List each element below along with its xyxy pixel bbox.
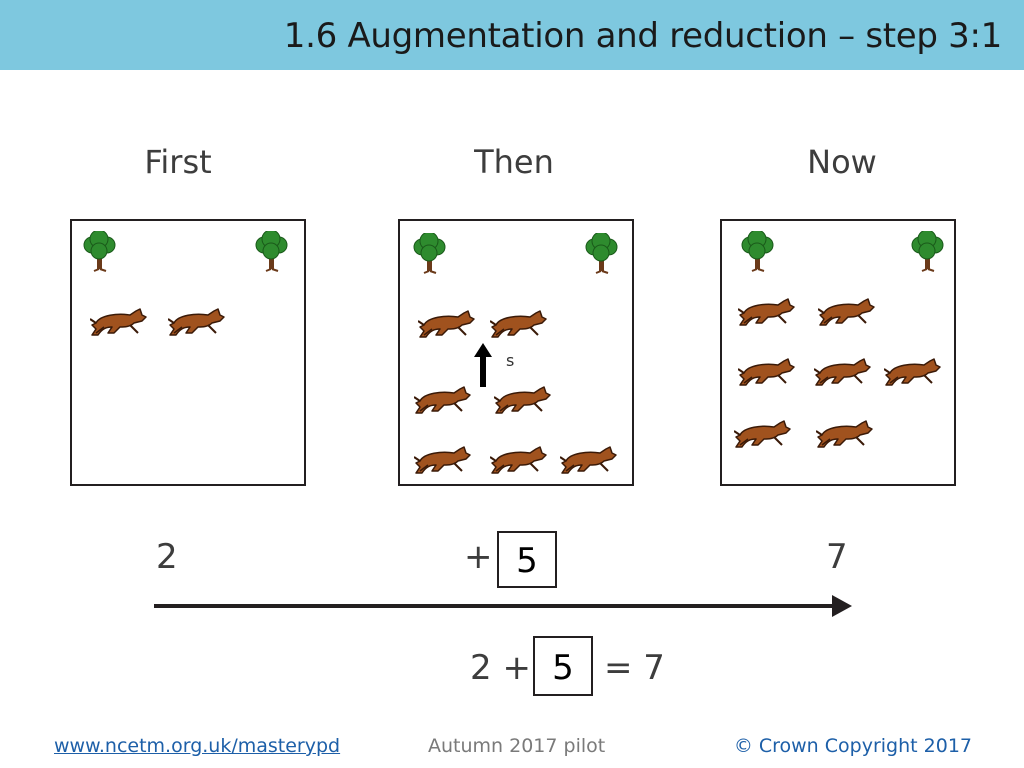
dog-icon	[814, 358, 871, 386]
tree-icon	[911, 231, 944, 272]
dog-icon	[414, 386, 471, 414]
heading-then: Then	[474, 143, 554, 181]
change-answer-box[interactable]: 5	[497, 531, 557, 588]
slide-title: 1.6 Augmentation and reduction – step 3:…	[283, 16, 1003, 56]
dog-icon	[734, 420, 791, 448]
title-bar	[0, 0, 1024, 70]
dog-icon	[738, 298, 795, 326]
dog-icon	[490, 310, 547, 338]
dog-icon	[418, 310, 475, 338]
heading-first: First	[144, 143, 212, 181]
equation-left: 2 +	[470, 648, 531, 688]
dog-icon	[494, 386, 551, 414]
dog-icon	[816, 420, 873, 448]
dog-icon	[490, 446, 547, 474]
dog-icon	[560, 446, 617, 474]
cursor-arrow-icon	[474, 343, 492, 387]
tree-icon	[83, 231, 116, 272]
dog-icon	[884, 358, 941, 386]
dog-icon	[414, 446, 471, 474]
tree-icon	[585, 233, 618, 274]
scene-then: s	[398, 219, 634, 486]
number-line-arrow	[154, 595, 852, 617]
dog-icon	[738, 358, 795, 386]
dog-icon	[90, 308, 147, 336]
number-line-end: 7	[826, 537, 848, 577]
scene-now	[720, 219, 956, 486]
dog-icon	[818, 298, 875, 326]
footer-pilot: Autumn 2017 pilot	[428, 735, 606, 757]
scene-first	[70, 219, 306, 486]
number-line-start: 2	[156, 537, 178, 577]
equation-right: = 7	[604, 648, 665, 688]
number-line-plus: +	[464, 537, 493, 577]
footer-link[interactable]: www.ncetm.org.uk/masterypd	[54, 735, 341, 757]
tree-icon	[255, 231, 288, 272]
tree-icon	[741, 231, 774, 272]
footer-copyright: © Crown Copyright 2017	[733, 735, 972, 757]
equation-answer-box[interactable]: 5	[533, 636, 593, 696]
tree-icon	[413, 233, 446, 274]
cursor-label: s	[506, 351, 515, 370]
heading-now: Now	[807, 143, 877, 181]
dog-icon	[168, 308, 225, 336]
